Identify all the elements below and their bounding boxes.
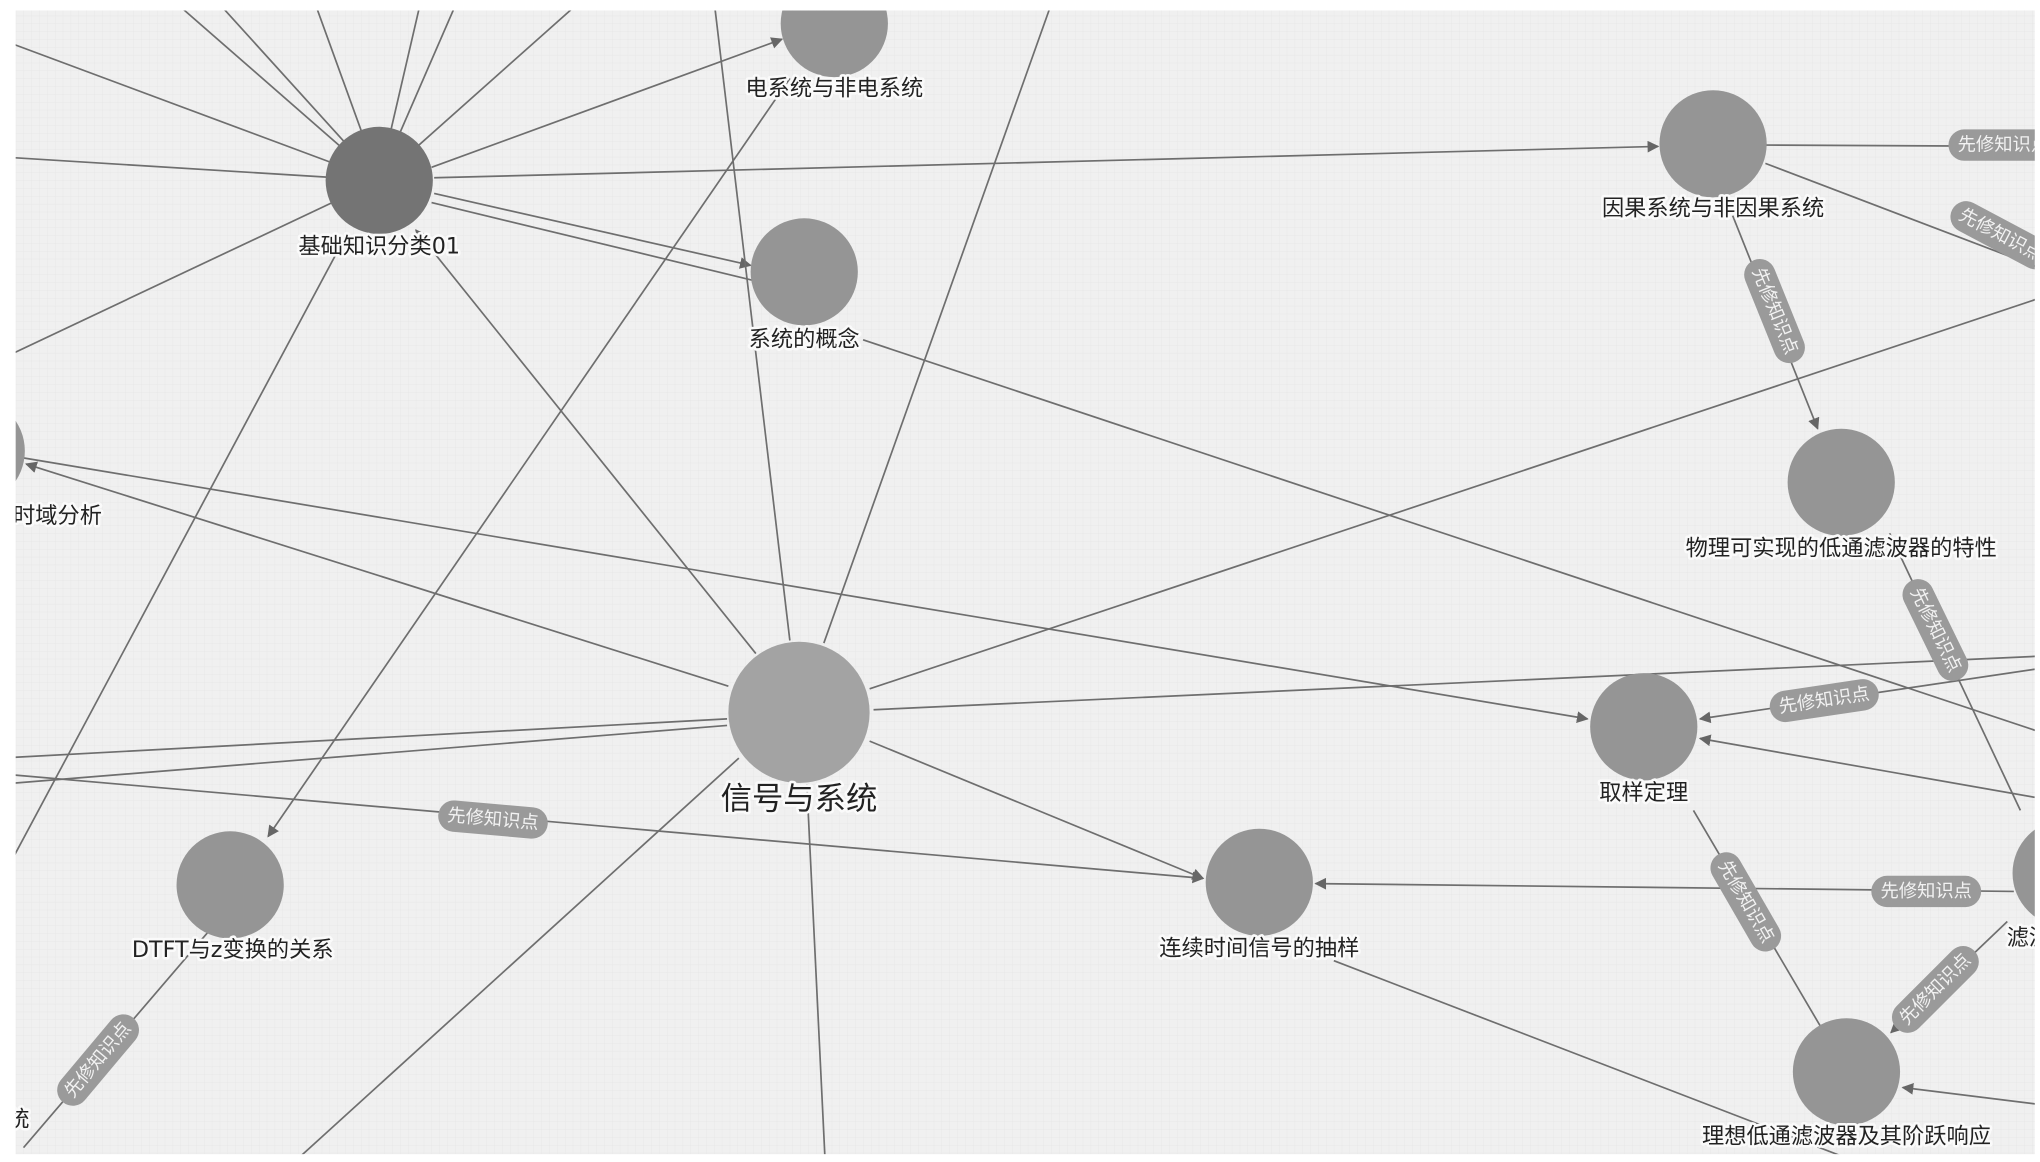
node-label: DTFT与z变换的关系 [132, 937, 334, 963]
edge-label-pill[interactable]: 先修知识点 [437, 799, 549, 840]
node-label: 取样定理 [1599, 780, 1688, 806]
node-basic[interactable]: 基础知识分类01 [296, 126, 463, 262]
node-label: 物理可实现的低通滤波器的特性 [1686, 536, 1997, 562]
node-label: 滤波器 [2007, 925, 2040, 951]
node-electric[interactable]: 电系统与非电系统 [743, 0, 926, 104]
node-concept[interactable]: 系统的概念 [746, 218, 862, 355]
edge-label-text: 先修知识点 [1880, 881, 1972, 902]
node-label: 基础知识分类01 [298, 234, 460, 260]
edge-label-pill[interactable]: 先修知识点 [1948, 129, 2040, 161]
edge-label-pill[interactable]: 先修知识点 [1871, 875, 1982, 908]
edge-label-text: 先修知识点 [1958, 135, 2040, 156]
node-label: 时域分析 [13, 503, 102, 529]
node-causal[interactable]: 因果系统与非因果系统 [1599, 90, 1827, 224]
node-label: 系统的概念 [749, 326, 860, 352]
node-time-domain[interactable]: 时域分析 [0, 397, 105, 531]
node-dtft-z[interactable]: DTFT与z变换的关系 [129, 831, 336, 965]
node-ct-sampling[interactable]: 连续时间信号的抽样 [1157, 828, 1362, 964]
node-signals[interactable]: 信号与系统 [718, 641, 880, 820]
node-ideal-lpf[interactable]: 理想低通滤波器及其阶跃响应 [1699, 1018, 1994, 1152]
node-label: 统 [7, 1107, 29, 1133]
node-label: 因果系统与非因果系统 [1602, 196, 1824, 222]
node-left-bottom[interactable]: 统 [7, 1104, 32, 1135]
node-label: 理想低通滤波器及其阶跃响应 [1702, 1124, 1991, 1150]
node-physical-lpf[interactable]: 物理可实现的低通滤波器的特性 [1683, 428, 1999, 564]
node-filter[interactable]: 滤波器 [2004, 820, 2040, 954]
node-sampling-theorem[interactable]: 取样定理 [1590, 673, 1698, 809]
node-label: 信号与系统 [721, 781, 878, 817]
node-label: 连续时间信号的抽样 [1159, 935, 1359, 961]
node-label: 电系统与非电系统 [745, 75, 923, 101]
